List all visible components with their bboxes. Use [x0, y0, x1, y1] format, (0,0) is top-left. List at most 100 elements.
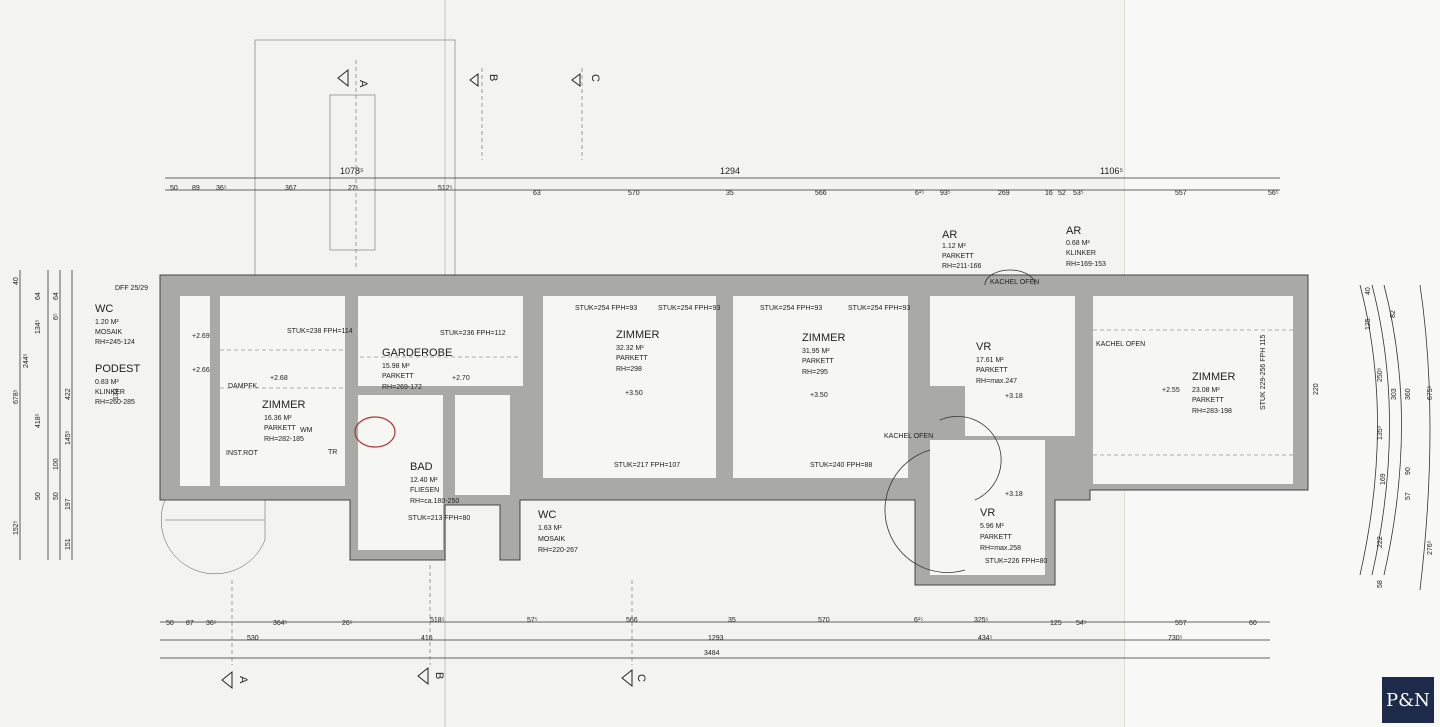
svg-text:269: 269: [998, 190, 1010, 197]
svg-text:566: 566: [626, 617, 638, 624]
svg-text:64: 64: [53, 292, 60, 300]
svg-text:63: 63: [533, 190, 541, 197]
svg-text:36⁵: 36⁵: [206, 620, 217, 627]
svg-text:418⁵: 418⁵: [35, 413, 42, 428]
svg-text:303: 303: [1391, 388, 1398, 400]
svg-text:360: 360: [1405, 388, 1412, 400]
section-label: A: [357, 80, 369, 88]
right-dim-chain: 40 82 125 250⁵ 135⁵ 169 222 58 675⁵ 360 …: [1313, 284, 1434, 591]
svg-text:FLIESEN: FLIESEN: [410, 487, 439, 494]
svg-text:518⁵: 518⁵: [430, 617, 445, 624]
svg-text:40: 40: [13, 277, 20, 285]
svg-text:89: 89: [192, 185, 200, 192]
section-marker-c-bottom: C: [621, 580, 647, 688]
svg-text:AR: AR: [942, 229, 957, 241]
svg-text:STUK=238 FPH=114: STUK=238 FPH=114: [287, 328, 353, 335]
svg-text:27⁵: 27⁵: [348, 185, 359, 192]
dim-label: 1294: [720, 166, 740, 176]
svg-text:C: C: [635, 674, 647, 682]
svg-text:STUK=226 FPH=80: STUK=226 FPH=80: [985, 558, 1047, 565]
svg-text:134⁵: 134⁵: [35, 319, 42, 334]
svg-text:STUK=217 FPH=107: STUK=217 FPH=107: [614, 462, 680, 469]
svg-text:222: 222: [1377, 536, 1384, 548]
svg-text:1.12 M²: 1.12 M²: [942, 243, 966, 250]
brand-logo: P&N: [1382, 677, 1434, 723]
svg-text:557: 557: [1175, 190, 1187, 197]
room-ar-2: AR 0.68 M² KLINKER RH=169-153: [1066, 225, 1106, 268]
svg-text:87: 87: [186, 620, 194, 627]
top-dim-row: 50 89 36⁵ 367 27⁵ 512⁵ 63 570 35 566 6¹⁵…: [170, 185, 1279, 197]
svg-text:152⁵: 152⁵: [13, 520, 20, 535]
room-bad: BAD 12.40 M² FLIESEN RH=ca.180-250: [410, 461, 459, 505]
svg-text:ZIMMER: ZIMMER: [1192, 371, 1235, 383]
svg-text:250⁵: 250⁵: [1377, 367, 1384, 382]
svg-text:90: 90: [1405, 467, 1412, 475]
svg-text:PARKETT: PARKETT: [802, 358, 834, 365]
svg-text:PARKETT: PARKETT: [616, 355, 648, 362]
svg-text:566: 566: [815, 190, 827, 197]
stuk-labels: STUK=238 FPH=114 STUK=236 FPH=112 STUK=2…: [287, 305, 1267, 565]
svg-text:6¹⁵: 6¹⁵: [915, 190, 924, 197]
svg-text:+2.66: +2.66: [192, 367, 210, 374]
svg-text:60: 60: [1249, 620, 1257, 627]
svg-text:730⁵: 730⁵: [1168, 635, 1183, 642]
svg-text:0.68 M²: 0.68 M²: [1066, 240, 1090, 247]
svg-text:16: 16: [1045, 190, 1053, 197]
svg-text:RH=295: RH=295: [802, 369, 828, 376]
svg-text:6⁵: 6⁵: [53, 313, 60, 320]
svg-text:325⁵: 325⁵: [974, 617, 989, 624]
svg-text:35: 35: [728, 617, 736, 624]
svg-text:KACHEL OFEN: KACHEL OFEN: [990, 279, 1039, 286]
section-label: C: [589, 74, 601, 82]
svg-text:50: 50: [35, 492, 42, 500]
room-zimmer-3: ZIMMER 31.95 M² PARKETT RH=295: [802, 332, 845, 376]
svg-text:1.20 M²: 1.20 M²: [95, 319, 119, 326]
svg-text:GARDEROBE: GARDEROBE: [382, 347, 452, 359]
svg-text:53⁵: 53⁵: [1073, 190, 1084, 197]
svg-text:50: 50: [53, 492, 60, 500]
dim-label: 1078⁵: [340, 166, 364, 176]
svg-text:31.95 M²: 31.95 M²: [802, 348, 830, 355]
svg-text:364⁵: 364⁵: [273, 620, 288, 627]
svg-text:RH=269-172: RH=269-172: [382, 384, 422, 391]
room-vr-2: VR 5.96 M² PARKETT RH=max.258: [980, 507, 1021, 552]
svg-text:36⁵: 36⁵: [216, 185, 227, 192]
room-zimmer-1: ZIMMER 16.36 M² PARKETT RH=282-185: [262, 399, 305, 443]
svg-text:1293: 1293: [708, 635, 724, 642]
svg-text:+2.68: +2.68: [270, 375, 288, 382]
room-wc-2: WC 1.63 M² MOSAIK RH=220-267: [538, 509, 578, 554]
svg-text:52: 52: [1058, 190, 1066, 197]
room-podest: PODEST 0.83 M² KLINKER RH=260-285: [95, 363, 141, 406]
svg-text:STUK=254 FPH=93: STUK=254 FPH=93: [575, 305, 637, 312]
svg-text:3484: 3484: [704, 650, 720, 657]
section-marker-a-top: A: [337, 60, 369, 270]
svg-text:PARKETT: PARKETT: [1192, 397, 1224, 404]
section-marker-b-top: B: [469, 68, 499, 160]
svg-text:WC: WC: [95, 303, 113, 315]
svg-text:RH=max.247: RH=max.247: [976, 378, 1017, 385]
svg-text:ZIMMER: ZIMMER: [262, 399, 305, 411]
svg-text:+2.69: +2.69: [192, 333, 210, 340]
svg-text:416: 416: [421, 635, 433, 642]
svg-text:133: 133: [113, 388, 120, 400]
svg-text:+2.70: +2.70: [452, 375, 470, 382]
svg-text:57: 57: [1405, 492, 1412, 500]
left-dim-chain: 40 64 134⁵ 244⁵ 422 145⁵ 678⁵ 418⁵ 100 1…: [13, 270, 120, 560]
svg-text:15.98 M²: 15.98 M²: [382, 363, 410, 370]
svg-text:675⁵: 675⁵: [1427, 385, 1434, 400]
svg-text:TR: TR: [328, 449, 337, 456]
svg-text:+3.18: +3.18: [1005, 393, 1023, 400]
svg-text:422: 422: [65, 388, 72, 400]
svg-text:40: 40: [1365, 287, 1372, 295]
svg-text:RH=220-267: RH=220-267: [538, 547, 578, 554]
svg-text:STUK=236 FPH=112: STUK=236 FPH=112: [440, 330, 506, 337]
building-walls: [159, 274, 1309, 586]
svg-text:DAMPFK.: DAMPFK.: [228, 383, 259, 390]
svg-text:STUK=254 FPH=93: STUK=254 FPH=93: [760, 305, 822, 312]
room-garderobe: GARDEROBE 15.98 M² PARKETT RH=269-172: [382, 347, 452, 391]
svg-text:RH=max.258: RH=max.258: [980, 545, 1021, 552]
svg-text:KLINKER: KLINKER: [95, 389, 125, 396]
section-marker-b-bottom: B: [417, 565, 445, 686]
svg-text:0.83 M²: 0.83 M²: [95, 379, 119, 386]
svg-text:PARKETT: PARKETT: [382, 373, 414, 380]
